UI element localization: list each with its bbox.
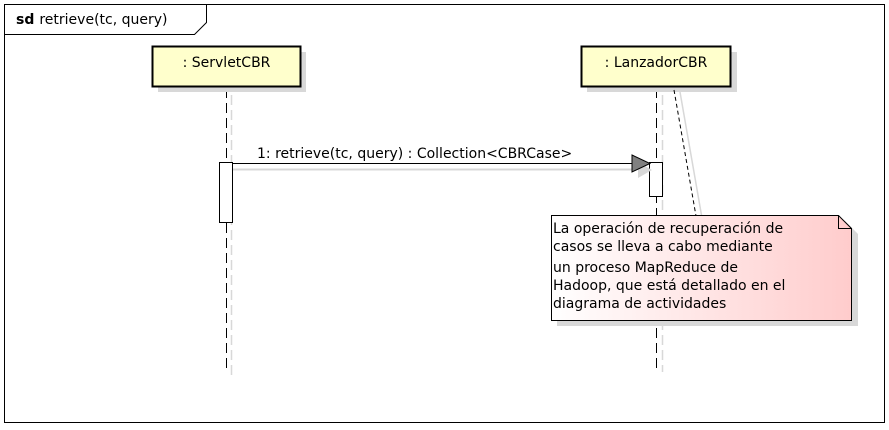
- lifeline-lanzador[interactable]: : LanzadorCBR: [580, 45, 738, 93]
- lifeline-servlet[interactable]: : ServletCBR: [151, 45, 307, 93]
- activation-lanzador: [649, 162, 663, 197]
- lifeline-lanzador-box: [580, 45, 732, 88]
- note-box: [551, 215, 852, 321]
- note-line: un proceso MapReduce de: [553, 260, 738, 276]
- note-line: La operación de recuperación de: [553, 221, 783, 237]
- note[interactable]: La operación de recuperación de casos se…: [551, 215, 859, 327]
- lifeline-lanzador-label: : LanzadorCBR: [605, 55, 708, 71]
- lifeline-servlet-label: : ServletCBR: [183, 55, 271, 71]
- note-line: casos se lleva a cabo mediante: [553, 239, 773, 255]
- note-line: diagrama de actividades: [553, 296, 726, 312]
- message-retrieve[interactable]: 1: retrieve(tc, query) : Collection<CBRC…: [233, 146, 652, 178]
- lifeline-servlet-box: [151, 45, 302, 88]
- message-label: 1: retrieve(tc, query) : Collection<CBRC…: [257, 146, 572, 162]
- sd-frame-tab: [4, 4, 207, 35]
- message-arrowhead: [631, 154, 652, 173]
- note-connector: [673, 89, 697, 217]
- note-line: Hadoop, que está detallado en el: [553, 278, 785, 294]
- activation-servlet: [219, 162, 233, 223]
- note-fold: [838, 215, 852, 229]
- sd-frame: [4, 4, 885, 423]
- note-text: La operación de recuperación de casos se…: [553, 221, 790, 312]
- note-connector-shadow: [679, 91, 703, 219]
